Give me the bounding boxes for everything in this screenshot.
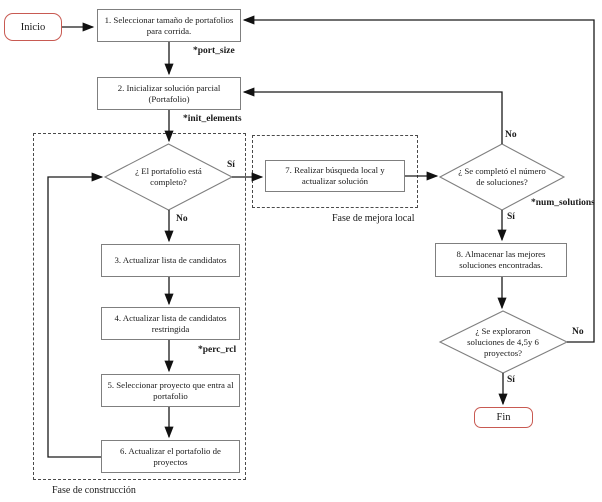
- param-port-size: *port_size: [193, 46, 235, 56]
- process-box-3: 3. Actualizar lista de candidatos: [101, 244, 240, 277]
- process-box-3-label: 3. Actualizar lista de candidatos: [114, 255, 227, 265]
- end-terminal-label: Fin: [496, 412, 511, 423]
- process-box-8-label: 8. Almacenar las mejores soluciones enco…: [456, 249, 546, 270]
- process-box-2: 2. Inicializar solución parcial (Portafo…: [97, 77, 241, 110]
- end-terminal: Fin: [474, 407, 533, 428]
- branch-yes-d3: Sí: [507, 375, 515, 385]
- construction-phase-caption: Fase de construcción: [52, 485, 136, 496]
- process-box-5-label: 5. Seleccionar proyecto que entra al por…: [107, 379, 234, 401]
- branch-no-d3: No: [572, 327, 584, 337]
- process-box-2-label: 2. Inicializar solución parcial (Portafo…: [117, 82, 221, 104]
- start-terminal: Inicio: [4, 13, 62, 41]
- decision-3-label: ¿ Se exploraron soluciones de 4,5y 6 pro…: [467, 326, 539, 358]
- process-box-6-label: 6. Actualizar el portafolio de proyectos: [120, 445, 221, 467]
- local-improvement-phase-caption: Fase de mejora local: [332, 213, 415, 224]
- decision-1-label: ¿ El portafolio está completo?: [135, 166, 202, 187]
- process-box-4-label: 4. Actualizar lista de candidatos restri…: [114, 312, 227, 334]
- process-box-8: 8. Almacenar las mejores soluciones enco…: [435, 243, 567, 277]
- process-box-5: 5. Seleccionar proyecto que entra al por…: [101, 374, 240, 407]
- branch-yes-d1: Sí: [227, 160, 235, 170]
- process-box-6: 6. Actualizar el portafolio de proyectos: [101, 440, 240, 473]
- process-box-1: 1. Seleccionar tamaño de portafolios par…: [97, 9, 241, 42]
- process-box-7-label: 7. Realizar búsqueda local y actualizar …: [285, 165, 385, 186]
- process-box-7: 7. Realizar búsqueda local y actualizar …: [265, 160, 405, 192]
- branch-no-d2: No: [505, 130, 517, 140]
- branch-yes-d2: Sí: [507, 212, 515, 222]
- edge-s6-loop-to-d1: [47, 172, 104, 458]
- param-perc-rcl: *perc_rcl: [198, 345, 237, 355]
- decision-2-label: ¿ Se completó el número de soluciones?: [458, 166, 546, 187]
- param-num-solutions: *num_solutions: [531, 198, 595, 208]
- process-box-1-label: 1. Seleccionar tamaño de portafolios par…: [104, 14, 234, 36]
- process-box-4: 4. Actualizar lista de candidatos restri…: [101, 307, 240, 340]
- start-terminal-label: Inicio: [20, 21, 46, 33]
- edge-d3-no-to-s1: [242, 15, 595, 343]
- decision-2-diamond: [438, 143, 566, 211]
- branch-no-d1: No: [176, 214, 188, 224]
- edge-d2-no-to-s2: [242, 87, 503, 144]
- local-improvement-phase-region: [252, 135, 418, 208]
- param-init-elements: *init_elements: [183, 114, 242, 124]
- construction-phase-region: [33, 133, 246, 480]
